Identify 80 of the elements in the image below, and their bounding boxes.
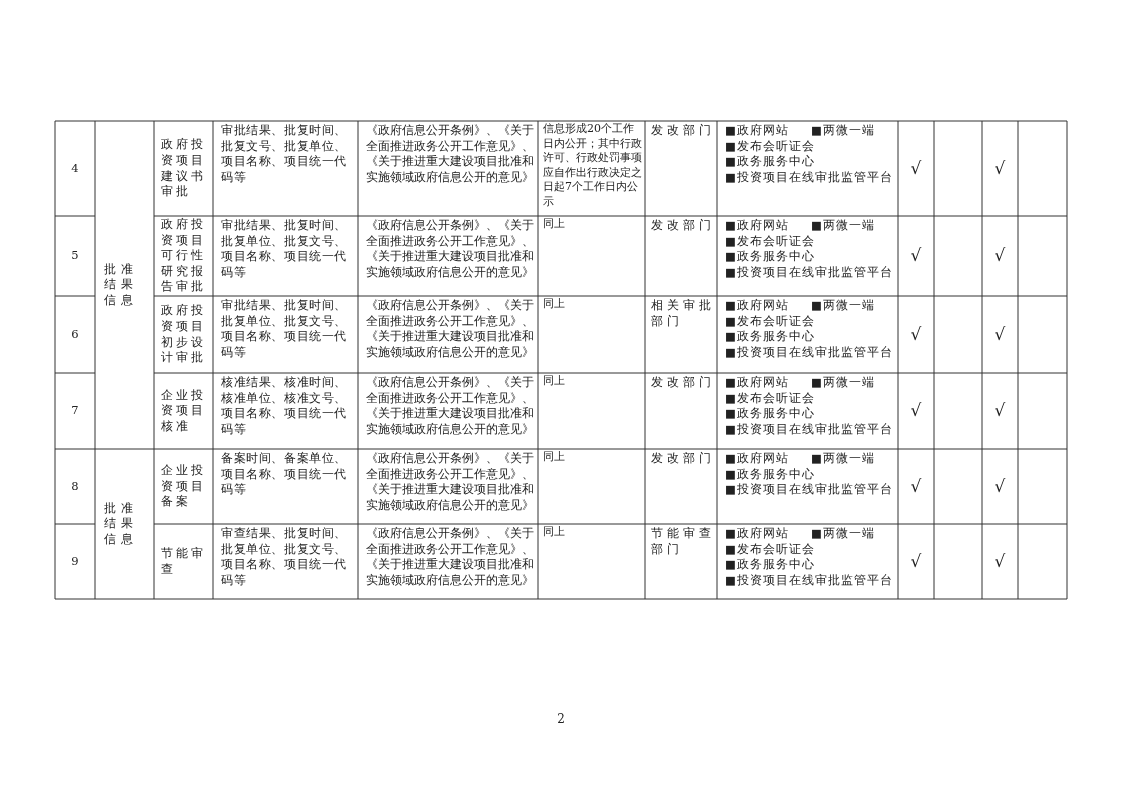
check-mark: √	[910, 478, 922, 495]
check-mark: √	[994, 403, 1006, 419]
category-label: 批准结果信息	[104, 261, 139, 309]
channel-item: ■投资项目在线审批监管平台	[725, 344, 893, 361]
channel-item: ■投资项目在线审批监管平台	[725, 169, 893, 186]
check-mark: √	[994, 160, 1006, 177]
item-name: 政府投资项目初步设计审批	[161, 303, 207, 366]
channel-item: ■发布会听证会	[725, 138, 815, 155]
channel-item: ■政务服务中心	[725, 557, 815, 573]
check-mark: √	[994, 326, 1006, 343]
channel-item: ■两微一端	[810, 298, 875, 314]
row-number: 8	[71, 478, 79, 495]
channel-item: ■投资项目在线审批监管平台	[725, 482, 893, 498]
channel-item: ■两微一端	[810, 218, 875, 234]
category-label: 批准结果信息	[104, 500, 139, 548]
content-text: 审批结果、批复时间、批复单位、批复文号、项目名称、项目统一代码等	[221, 218, 348, 281]
channel-item: ■两微一端	[810, 375, 875, 391]
content-text: 审查结果、批复时间、批复单位、批复文号、项目名称、项目统一代码等	[221, 526, 348, 589]
check-mark: √	[994, 553, 1006, 570]
channel-item: ■发布会听证会	[725, 313, 815, 330]
row-number: 4	[71, 160, 79, 177]
content-text: 核准结果、核准时间、核准单位、核准文号、项目名称、项目统一代码等	[221, 375, 348, 438]
department-text: 相关审批部门	[651, 298, 715, 330]
channel-item: ■政务服务中心	[725, 466, 815, 483]
check-mark: √	[994, 248, 1006, 264]
channel-item: ■发布会听证会	[725, 541, 815, 558]
department-text: 发改部门	[651, 123, 715, 139]
content-text: 审批结果、批复时间、批复文号、批复单位、项目名称、项目统一代码等	[221, 123, 348, 186]
row-number: 5	[71, 248, 79, 264]
channel-item: ■政府网站	[725, 451, 789, 467]
channel-item: ■政务服务中心	[725, 406, 815, 422]
basis-text: 《政府信息公开条例》、《关于全面推进政务公开工作意见》、《关于推进重大建设项目批准和实施领域政府信息公开的意见》	[366, 123, 535, 186]
time-limit-text: 同上	[543, 374, 565, 389]
time-limit-text: 信息形成20个工作日内公开；其中行政许可、行政处罚事项应自作出行政决定之日起7个工作日内公示	[543, 122, 643, 209]
department-text: 发改部门	[651, 451, 715, 467]
channel-item: ■发布会听证会	[725, 233, 815, 250]
channel-item: ■政府网站	[725, 375, 789, 391]
department-text: 节能审查部门	[651, 526, 715, 558]
department-text: 发改部门	[651, 218, 715, 234]
time-limit-text: 同上	[543, 297, 565, 312]
time-limit-text: 同上	[543, 525, 565, 540]
channel-item: ■政府网站	[725, 123, 789, 139]
basis-text: 《政府信息公开条例》、《关于全面推进政务公开工作意见》、《关于推进重大建设项目批准和实施领域政府信息公开的意见》	[366, 298, 535, 361]
channel-item: ■两微一端	[810, 123, 875, 139]
item-name: 节能审查	[161, 545, 207, 578]
channel-item: ■两微一端	[810, 526, 875, 542]
row-number: 7	[71, 403, 79, 419]
check-mark: √	[910, 403, 922, 419]
content-text: 审批结果、批复时间、批复单位、批复文号、项目名称、项目统一代码等	[221, 298, 348, 361]
channel-item: ■两微一端	[810, 451, 875, 467]
basis-text: 《政府信息公开条例》、《关于全面推进政务公开工作意见》、《关于推进重大建设项目批准和实施领域政府信息公开的意见》	[366, 375, 535, 438]
basis-text: 《政府信息公开条例》、《关于全面推进政务公开工作意见》、《关于推进重大建设项目批准和实施领域政府信息公开的意见》	[366, 451, 535, 514]
channel-item: ■政务服务中心	[725, 154, 815, 170]
item-name: 企业投资项目核准	[161, 387, 207, 435]
channel-item: ■政府网站	[725, 526, 789, 542]
item-name: 企业投资项目备案	[161, 463, 207, 510]
check-mark: √	[910, 553, 922, 570]
row-number: 9	[71, 553, 79, 570]
basis-text: 《政府信息公开条例》、《关于全面推进政务公开工作意见》、《关于推进重大建设项目批准和实施领域政府信息公开的意见》	[366, 526, 535, 589]
department-text: 发改部门	[651, 375, 715, 391]
check-mark: √	[994, 478, 1006, 495]
channel-item: ■政务服务中心	[725, 329, 815, 345]
item-name: 政府投资项目建议书审批	[161, 137, 207, 200]
time-limit-text: 同上	[543, 450, 565, 465]
row-number: 6	[71, 326, 79, 343]
channel-item: ■投资项目在线审批监管平台	[725, 572, 893, 589]
basis-text: 《政府信息公开条例》、《关于全面推进政务公开工作意见》、《关于推进重大建设项目批准和实施领域政府信息公开的意见》	[366, 218, 535, 281]
check-mark: √	[910, 326, 922, 343]
channel-item: ■投资项目在线审批监管平台	[725, 421, 893, 438]
content-text: 备案时间、备案单位、项目名称、项目统一代码等	[221, 451, 348, 498]
item-name: 政府投资项目可行性研究报告审批	[161, 217, 207, 295]
channel-item: ■政府网站	[725, 218, 789, 234]
channel-item: ■发布会听证会	[725, 390, 815, 407]
check-mark: √	[910, 248, 922, 264]
page-number: 2	[556, 712, 566, 728]
time-limit-text: 同上	[543, 217, 565, 232]
channel-item: ■政府网站	[725, 298, 789, 314]
check-mark: √	[910, 160, 922, 177]
channel-item: ■政务服务中心	[725, 249, 815, 265]
channel-item: ■投资项目在线审批监管平台	[725, 264, 893, 281]
